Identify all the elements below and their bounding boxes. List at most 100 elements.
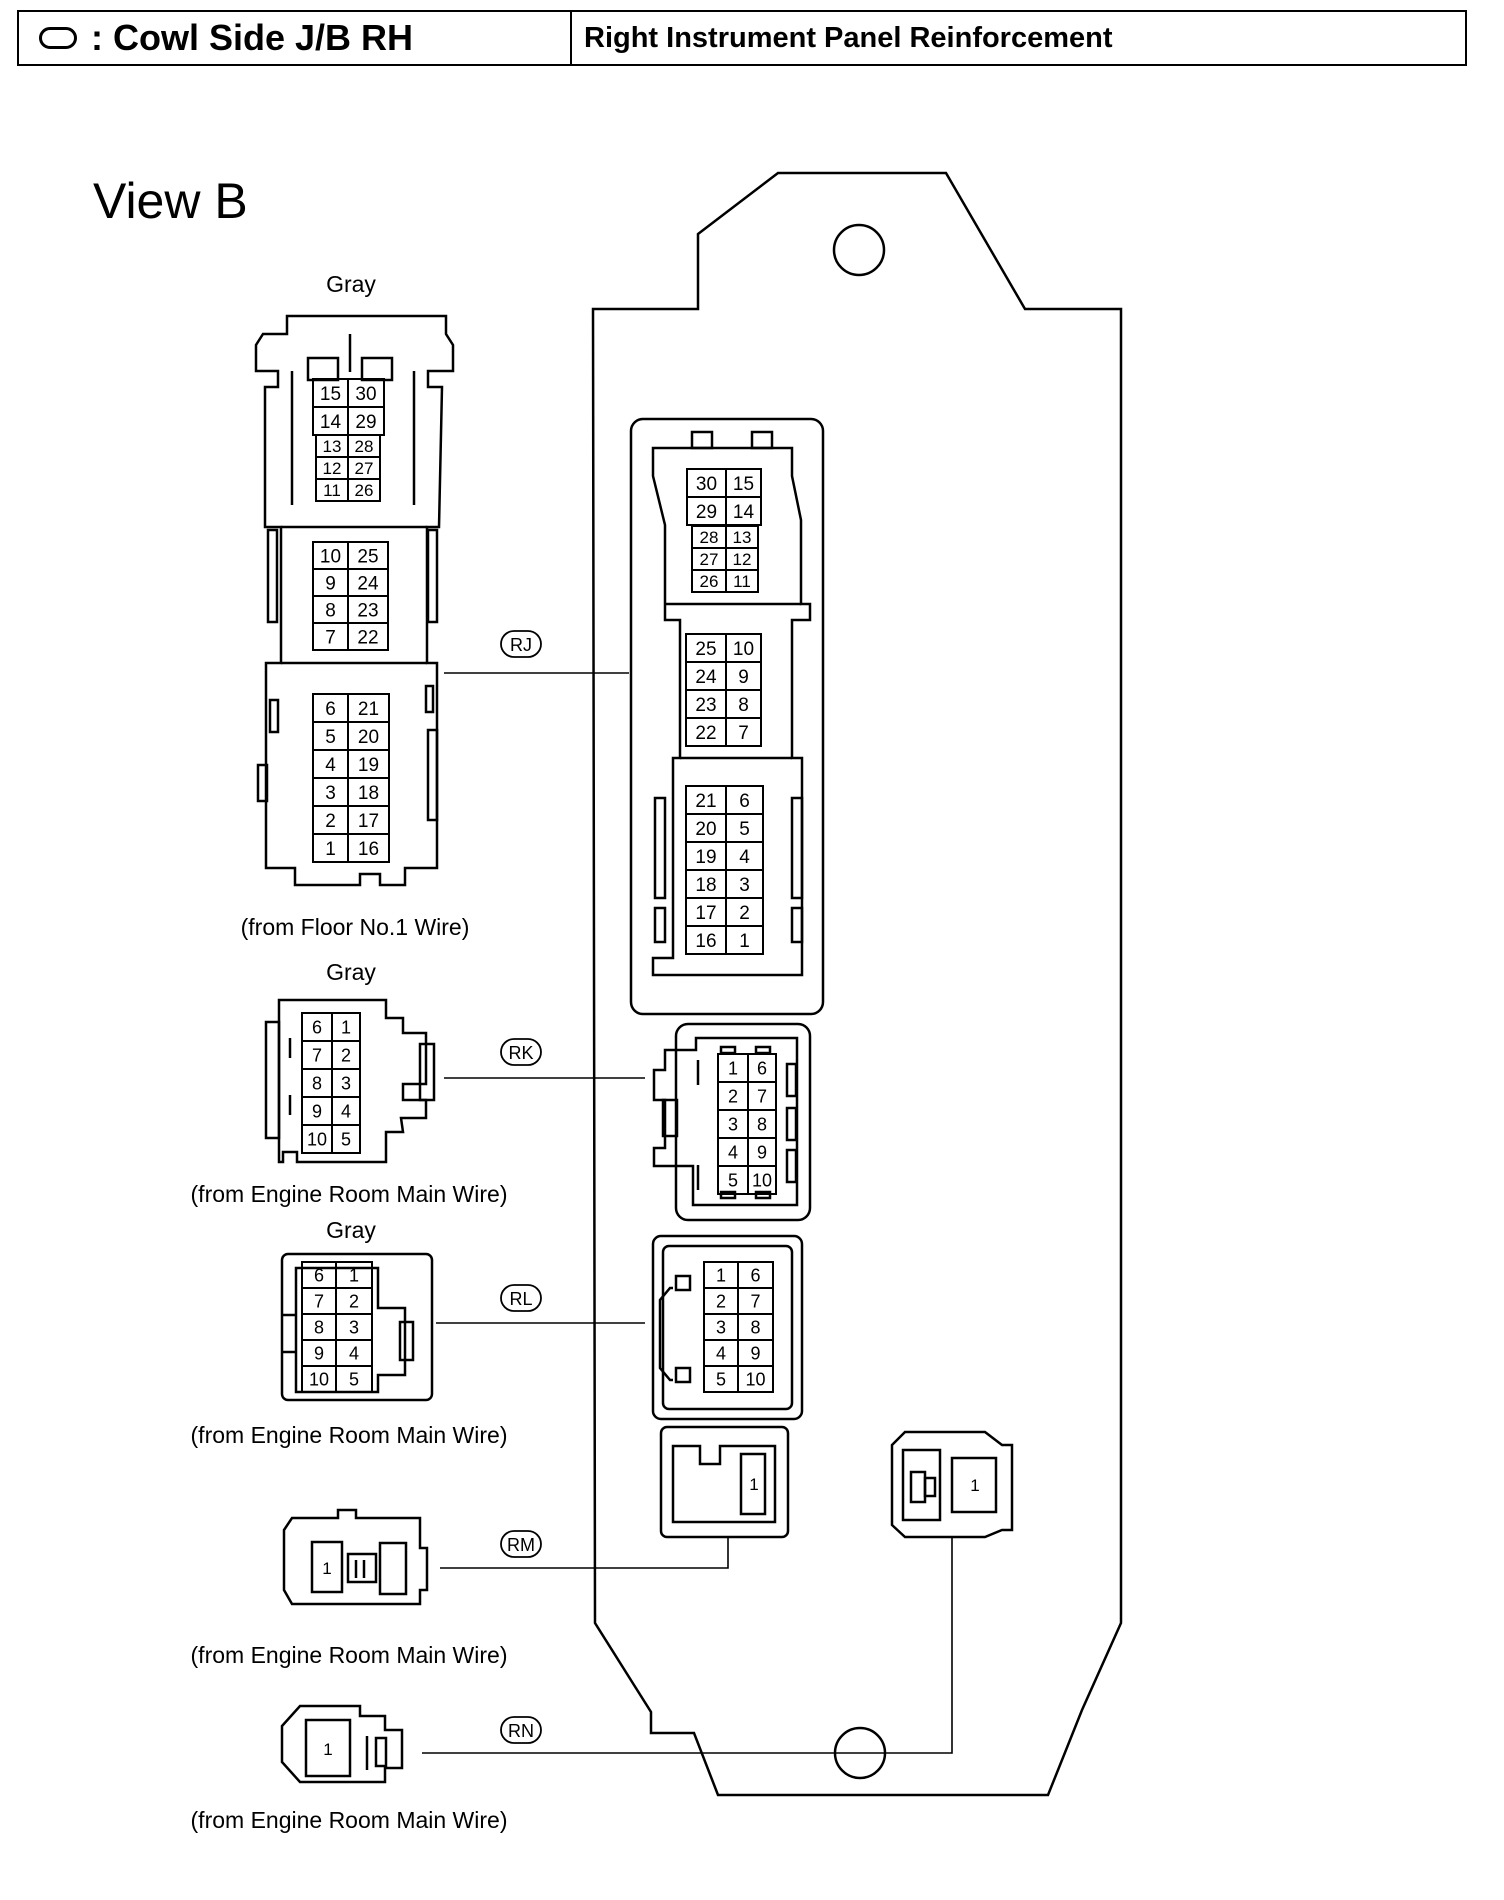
rm-source: (from Engine Room Main Wire) (191, 1642, 508, 1668)
leader-rn (422, 1538, 953, 1754)
pin-label: 29 (355, 412, 376, 433)
view-label: View B (93, 173, 248, 229)
pin-label: 8 (738, 695, 749, 716)
pin-label: 27 (355, 459, 374, 478)
leader-lines (422, 672, 953, 1754)
rn-jb-connector (890, 1430, 1014, 1539)
pin-label: 10 (733, 639, 754, 660)
rk-source: (from Engine Room Main Wire) (191, 1181, 508, 1207)
rj-jb-connector (629, 417, 825, 1016)
pin-label: 9 (325, 573, 336, 594)
rk-code: RK (508, 1043, 533, 1063)
rm-jb-connector (659, 1425, 790, 1539)
rk-color: Gray (326, 959, 376, 985)
pin-label: 9 (312, 1101, 322, 1121)
pin-label: 24 (695, 667, 717, 688)
pin-label: 5 (739, 819, 750, 840)
pin-label: 3 (728, 1114, 738, 1134)
pin-label: 28 (355, 437, 374, 456)
pin-label: 5 (349, 1369, 359, 1389)
pin-label: 4 (341, 1101, 351, 1121)
pin-label: 29 (696, 502, 717, 523)
pin-label: 5 (716, 1369, 726, 1389)
pin-label: 1 (325, 839, 336, 860)
pin-label: 2 (728, 1086, 738, 1106)
pin-label: 14 (320, 412, 342, 433)
pin-label: 10 (752, 1170, 772, 1190)
pin-label: 23 (695, 695, 716, 716)
pin-label: 4 (739, 847, 750, 868)
rj-left-pins-a: 15 30 14 29 (312, 378, 385, 436)
pin-label: 3 (739, 875, 750, 896)
pin-label: 26 (355, 481, 374, 500)
rn-wire-pin: 1 (323, 1740, 332, 1759)
rl-source: (from Engine Room Main Wire) (191, 1422, 508, 1448)
rj-source: (from Floor No.1 Wire) (241, 914, 470, 940)
pin-label: 9 (750, 1343, 760, 1363)
pin-label: 4 (349, 1343, 359, 1363)
rm-wire-connector (282, 1508, 429, 1606)
pin-label: 17 (695, 903, 716, 924)
pin-label: 7 (738, 723, 749, 744)
pin-label: 6 (314, 1265, 324, 1285)
pin-label: 15 (733, 474, 754, 495)
rj-code: RJ (510, 635, 532, 655)
rj-color: Gray (326, 271, 376, 297)
badge-rj: RJ (500, 630, 542, 658)
pin-label: 3 (341, 1073, 351, 1093)
pin-label: 7 (325, 627, 336, 648)
rm-jb-pin: 1 (749, 1475, 758, 1494)
pin-label: 1 (728, 1058, 738, 1078)
pin-label: 5 (728, 1170, 738, 1190)
pin-label: 25 (357, 546, 378, 567)
pin-label: 26 (700, 572, 719, 591)
rl-code: RL (509, 1289, 532, 1309)
pin-label: 28 (700, 528, 719, 547)
pin-label: 2 (716, 1291, 726, 1311)
pin-label: 3 (349, 1317, 359, 1337)
pin-label: 3 (325, 783, 336, 804)
pin-label: 7 (757, 1086, 767, 1106)
pin-label: 12 (323, 459, 342, 478)
pin-label: 21 (695, 791, 716, 812)
pin-label: 1 (739, 931, 750, 952)
pin-label: 1 (341, 1017, 351, 1037)
pin-label: 27 (700, 550, 719, 569)
pin-label: 1 (716, 1265, 726, 1285)
pin-label: 22 (357, 627, 378, 648)
pin-label: 6 (312, 1017, 322, 1037)
pin-label: 2 (325, 811, 336, 832)
pin-label: 10 (745, 1369, 765, 1389)
pin-label: 24 (357, 573, 379, 594)
pin-label: 12 (733, 550, 752, 569)
pin-label: 10 (309, 1369, 329, 1389)
pin-label: 30 (696, 474, 717, 495)
pin-label: 20 (358, 727, 379, 748)
pin-label: 21 (358, 699, 379, 720)
pin-label: 13 (733, 528, 752, 547)
pin-label: 13 (323, 437, 342, 456)
pin-label: 9 (314, 1343, 324, 1363)
pin-label: 30 (355, 384, 376, 405)
pin-label: 10 (320, 546, 341, 567)
pin-label: 9 (738, 667, 749, 688)
pin-label: 8 (757, 1114, 767, 1134)
pin-label: 2 (349, 1291, 359, 1311)
pin-label: 18 (358, 783, 379, 804)
pin-label: 15 (320, 384, 341, 405)
pin-label: 4 (716, 1343, 726, 1363)
pin-label: 16 (358, 839, 379, 860)
header-location: : Cowl Side J/B RH (91, 17, 414, 58)
pin-label: 6 (325, 699, 336, 720)
pin-label: 8 (314, 1317, 324, 1337)
